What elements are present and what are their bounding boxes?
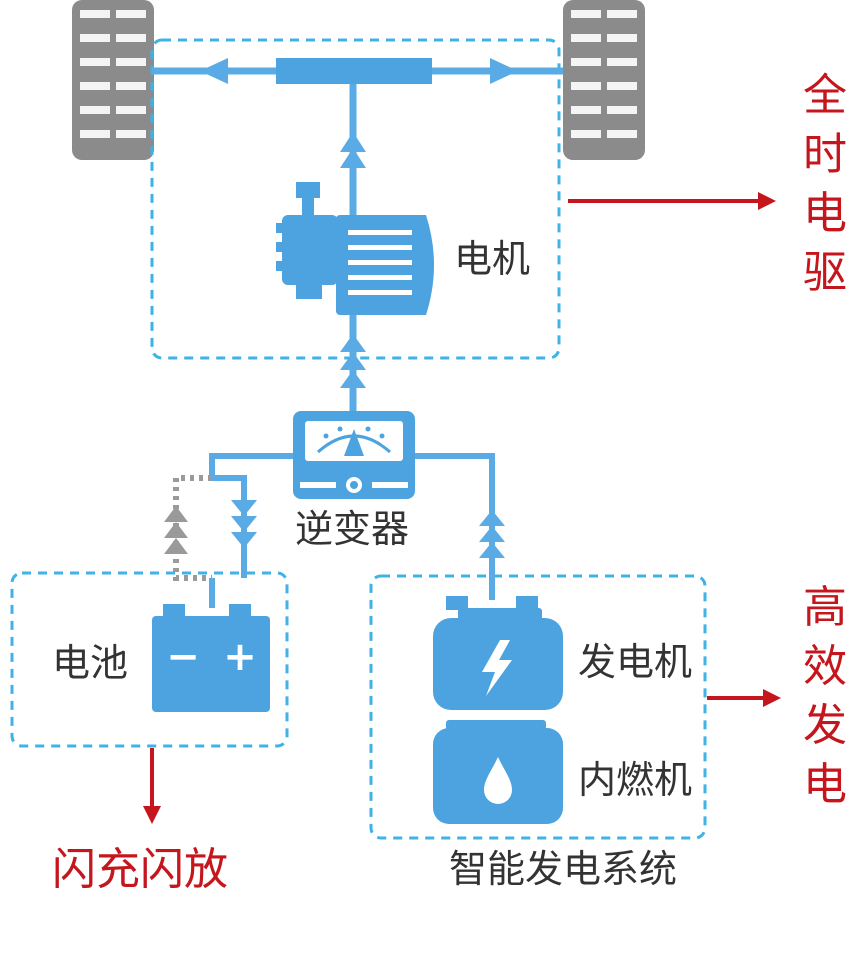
inverter-label: 逆变器 xyxy=(295,507,410,551)
battery-discharge-loop xyxy=(164,475,212,581)
battery-icon: − + xyxy=(152,604,270,712)
generation-system-label: 智能发电系统 xyxy=(449,847,678,891)
full-electric-callout-arrow xyxy=(568,192,776,210)
fuel-drop-icon xyxy=(484,757,512,804)
lightning-icon xyxy=(482,640,512,696)
battery-label: 电池 xyxy=(52,641,129,685)
right-arrow-icon xyxy=(490,58,518,84)
generation-system-box xyxy=(369,574,707,840)
generator-label: 发电机 xyxy=(578,640,693,684)
right-wheel-icon xyxy=(563,0,645,160)
engine-label: 内燃机 xyxy=(578,758,693,802)
drive-unit-box xyxy=(150,38,561,360)
engine-icon xyxy=(433,720,563,824)
efficient-generation-callout-arrow xyxy=(707,689,781,707)
generator-to-inverter-arrow xyxy=(412,453,505,600)
flash-charge-callout-arrow xyxy=(143,748,161,824)
inverter-icon xyxy=(293,411,415,499)
battery-box xyxy=(10,571,289,748)
inverter-to-battery-arrow xyxy=(209,453,295,578)
left-wheel-icon xyxy=(72,0,154,160)
efficient-generation-callout: 高效发电 xyxy=(803,582,847,810)
axle xyxy=(152,58,563,84)
left-arrow-icon xyxy=(200,58,228,84)
battery-plus-icon: + xyxy=(223,634,257,680)
generator-icon xyxy=(433,596,563,710)
battery-minus-icon: − xyxy=(166,634,200,680)
motor-label: 电机 xyxy=(454,237,531,281)
motor-output-shaft xyxy=(340,84,366,215)
inverter-to-motor-arrow xyxy=(340,315,366,412)
flash-charge-callout: 闪充闪放 xyxy=(52,844,228,895)
motor-icon xyxy=(276,182,434,315)
full-electric-callout: 全时电驱 xyxy=(803,70,847,298)
